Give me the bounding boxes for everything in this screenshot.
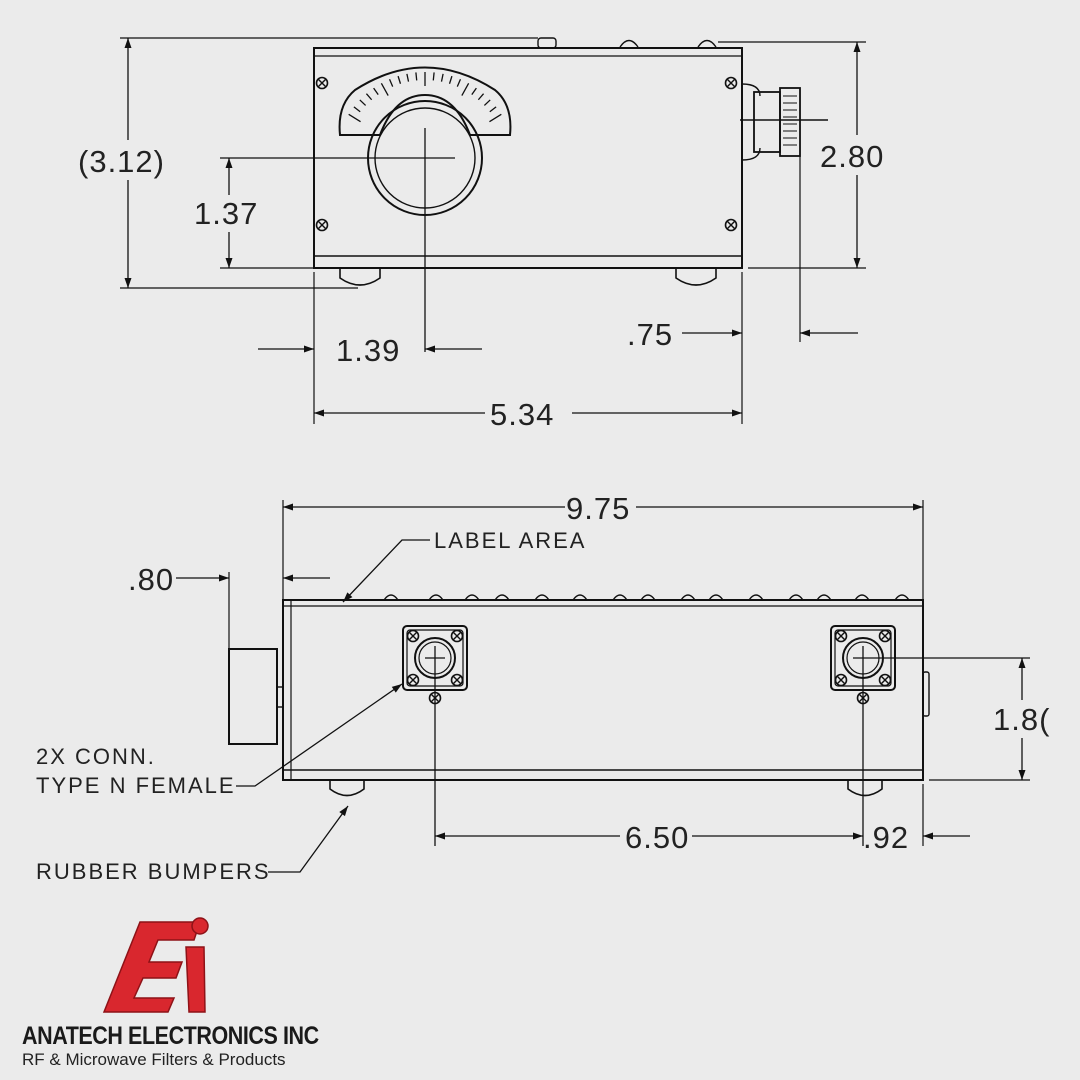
top-view: (3.12) 2.80 1.37 1.39 .75 5.34: [78, 37, 884, 432]
top-edge-screw: [816, 594, 832, 601]
meter-tick: [461, 82, 470, 96]
label-area-note: LABEL AREA: [434, 528, 586, 553]
meter-tick: [448, 75, 453, 84]
meter-tick: [397, 75, 402, 84]
connector-note-line1: 2X CONN.: [36, 744, 156, 769]
top-edge-screw: [494, 594, 510, 601]
anatech-logo-icon: [102, 917, 209, 1013]
top-edge-screw: [428, 594, 444, 601]
dim-connector-offset: .75: [627, 317, 673, 352]
top-edge-screw: [708, 594, 724, 601]
meter-tick: [489, 113, 502, 123]
dim-right-offset: .92: [863, 820, 909, 855]
top-edge-screw: [894, 594, 910, 601]
dim-connector-height: 1.8(: [993, 702, 1050, 737]
top-edge-screw: [640, 594, 656, 601]
meter-tick: [456, 79, 462, 87]
meter-tick: [483, 99, 491, 106]
meter-tick: [440, 73, 444, 82]
top-view-side-connector: [740, 83, 828, 161]
top-edge-screw: [612, 594, 628, 601]
meter-tick: [353, 106, 361, 113]
rubber-bumpers-note: RUBBER BUMPERS: [36, 859, 271, 884]
top-edge-screws: [383, 594, 910, 601]
side-view: 9.75 .80 1.8( 6.50 .92 LABEL AREA 2X CON…: [36, 491, 1050, 884]
meter-tick: [415, 72, 418, 81]
top-edge-screw: [854, 594, 870, 601]
brand-tagline: RF & Microwave Filters & Products: [22, 1050, 286, 1069]
dim-meter-center-height: 1.37: [194, 196, 258, 231]
top-edge-screw: [383, 594, 399, 601]
meter-tick: [471, 87, 477, 96]
meter-tick: [432, 72, 435, 81]
dim-overall-height: (3.12): [78, 144, 165, 179]
top-edge-screw: [572, 594, 588, 601]
top-edge-screw: [748, 594, 764, 601]
dim-box-height: 2.80: [820, 139, 884, 174]
meter-tick: [373, 87, 379, 96]
side-view-dimensions: [176, 500, 1030, 846]
meter-tick: [380, 82, 389, 96]
brand-name: ANATECH ELECTRONICS INC: [22, 1022, 319, 1050]
connector-note-line2: TYPE N FEMALE: [36, 773, 236, 798]
dim-connector-spacing: 6.50: [625, 820, 689, 855]
meter-tick: [388, 79, 394, 87]
top-view-dimensions: [120, 37, 866, 424]
meter-tick: [477, 93, 485, 101]
meter-tick: [348, 113, 361, 123]
meter-scale-ticks: [348, 72, 502, 123]
meter-tick: [406, 73, 410, 82]
side-view-enclosure: [228, 594, 930, 797]
dim-box-width: 5.34: [490, 397, 554, 432]
top-edge-screw: [788, 594, 804, 601]
dim-length: 9.75: [566, 491, 630, 526]
top-edge-screw: [680, 594, 696, 601]
top-edge-screw: [534, 594, 550, 601]
meter-tick: [365, 93, 373, 101]
dim-meter-center-x: 1.39: [336, 333, 400, 368]
dim-left-offset: .80: [128, 562, 174, 597]
top-edge-screw: [464, 594, 480, 601]
meter-tick: [489, 106, 497, 113]
top-view-enclosure: [313, 37, 743, 286]
side-view-leaders: [236, 539, 430, 873]
meter-tick: [359, 99, 367, 106]
